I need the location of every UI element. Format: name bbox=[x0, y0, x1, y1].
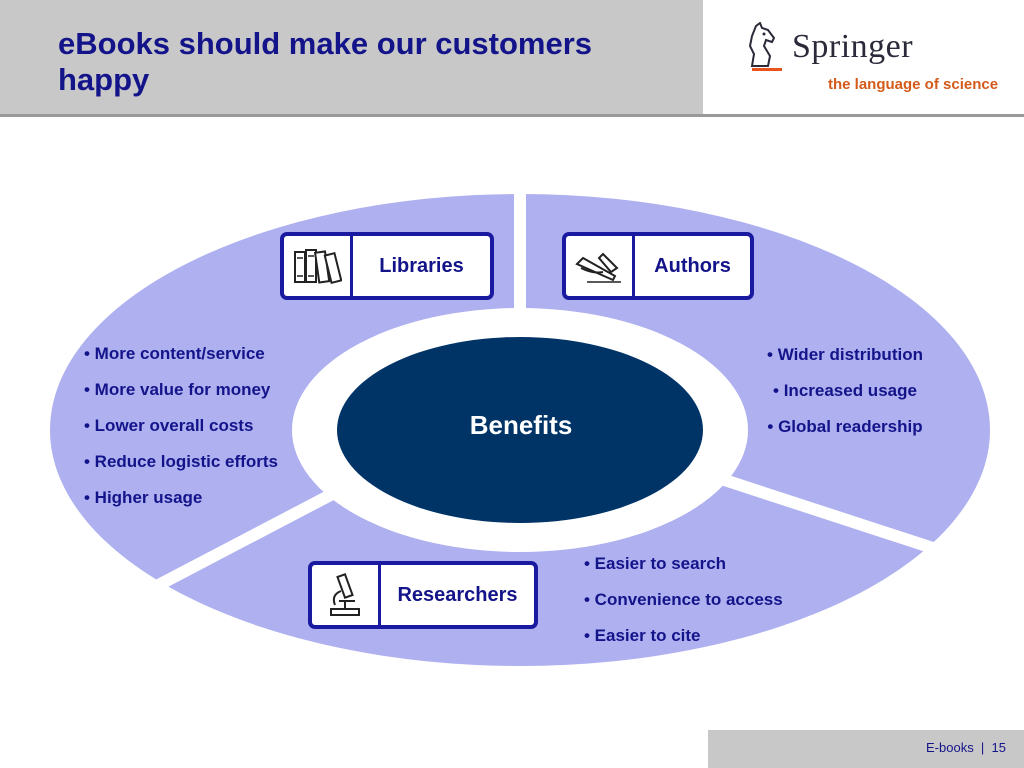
authors-label: Authors bbox=[654, 254, 731, 277]
list-item: • Reduce logistic efforts bbox=[84, 452, 278, 471]
libraries-box: Libraries bbox=[280, 232, 494, 300]
header-bar bbox=[0, 0, 703, 114]
list-item: • Increased usage bbox=[773, 381, 917, 400]
authors-icon-cell bbox=[566, 236, 635, 296]
authors-box: Authors bbox=[562, 232, 754, 300]
logo-name: Springer bbox=[792, 28, 914, 65]
list-item: • Convenience to access bbox=[584, 590, 783, 609]
ring-divider-left bbox=[127, 484, 343, 606]
researchers-label: Researchers bbox=[397, 583, 518, 606]
list-item: • Lower overall costs bbox=[84, 416, 254, 435]
quill-pen-icon bbox=[575, 252, 621, 283]
researchers-benefits-list: • Easier to search • Convenience to acce… bbox=[584, 546, 783, 654]
libraries-benefits-list: • More content/service • More value for … bbox=[84, 336, 278, 516]
list-item: • Wider distribution bbox=[767, 345, 923, 364]
list-item: • Higher usage bbox=[84, 488, 203, 507]
benefits-center-label: Benefits bbox=[469, 410, 573, 440]
benefits-center-ellipse bbox=[337, 337, 703, 523]
list-item: • Easier to search bbox=[584, 554, 727, 573]
logo-underline bbox=[752, 68, 782, 71]
ring-divider-right bbox=[698, 466, 1002, 576]
logo-tagline: the language of science bbox=[828, 76, 999, 93]
microscope-icon bbox=[330, 573, 360, 616]
page-title: eBooks should make our customers happy bbox=[58, 26, 593, 97]
springer-horse-icon bbox=[748, 22, 776, 67]
list-item: • More value for money bbox=[84, 380, 271, 399]
list-item: • More content/service bbox=[84, 344, 265, 363]
books-icon bbox=[294, 249, 342, 285]
footer-bar bbox=[708, 730, 1024, 768]
libraries-label: Libraries bbox=[379, 254, 464, 277]
libraries-icon-cell bbox=[284, 236, 353, 296]
list-item: • Easier to cite bbox=[584, 626, 701, 645]
researchers-icon-cell bbox=[312, 565, 381, 625]
header-rule bbox=[0, 114, 1024, 117]
header-separator bbox=[703, 0, 707, 114]
authors-benefits-list: • Wider distribution • Increased usage •… bbox=[740, 337, 950, 445]
list-item: • Global readership bbox=[767, 417, 923, 436]
researchers-box: Researchers bbox=[308, 561, 538, 629]
footer-page-label: E-books | 15 bbox=[926, 740, 1006, 755]
